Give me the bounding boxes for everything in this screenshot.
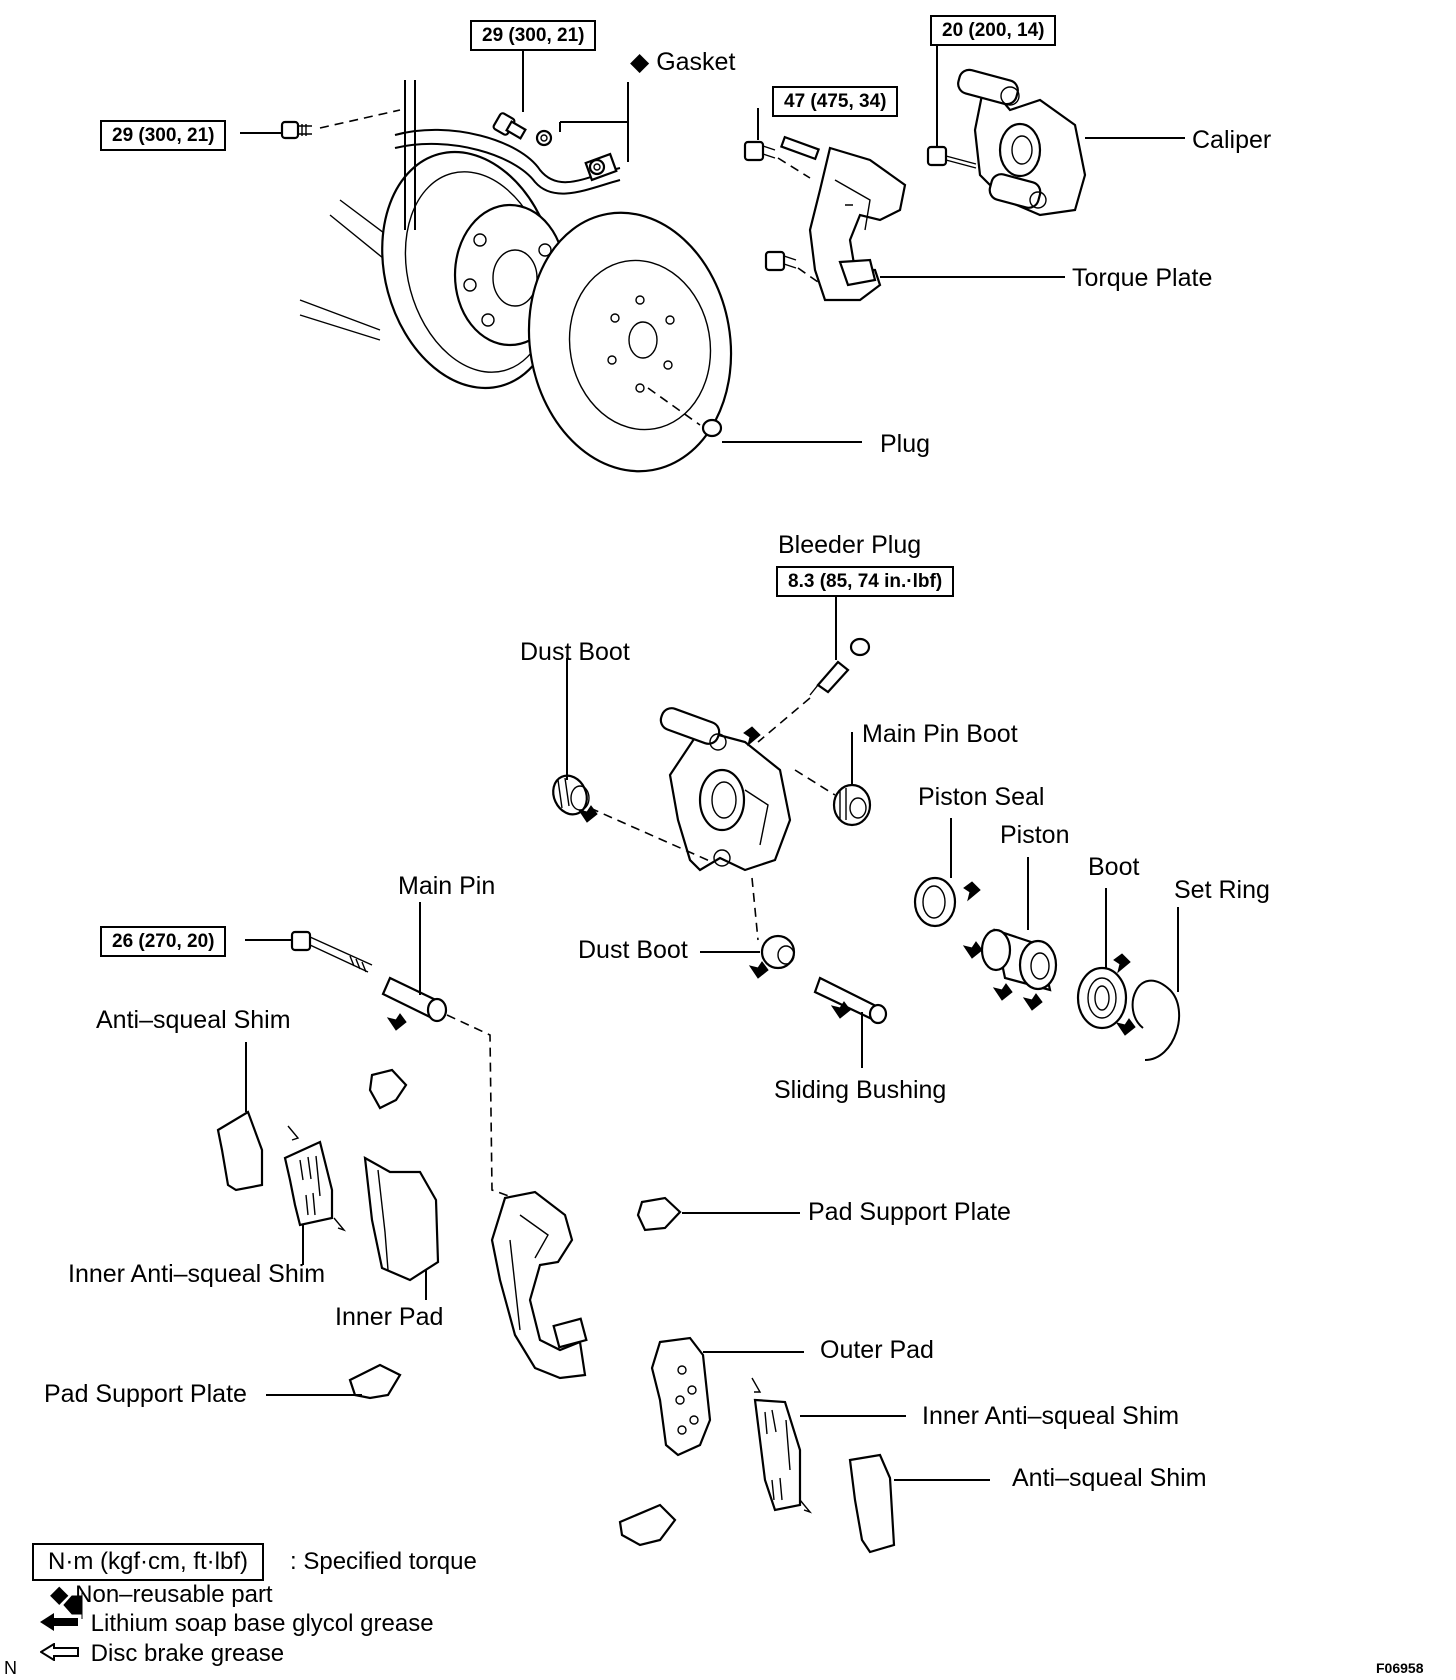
- torque-spec-union-bolt: 29 (300, 21): [470, 20, 597, 51]
- lithium-grease-arrows: [386, 726, 1136, 1036]
- label-plug: Plug: [880, 430, 931, 458]
- torque-spec-flex-hose-left: 29 (300, 21): [100, 120, 227, 151]
- legend-disc-brake-grease-text: Disc brake grease: [90, 1640, 285, 1667]
- torque-spec-main-pin-bolt: 26 (270, 20): [100, 926, 227, 957]
- legend-torque-desc: : Specified torque: [290, 1548, 477, 1575]
- union-bolt: [492, 112, 527, 140]
- label-dust-boot-top: Dust Boot: [520, 638, 630, 666]
- bolt-left: [280, 120, 312, 140]
- bleeder-plug-part: [757, 582, 871, 743]
- label-pad-support-plate-right: Pad Support Plate: [808, 1198, 1011, 1226]
- solid-arrow-icon: [40, 1610, 84, 1638]
- legend-icons: [63, 1591, 83, 1619]
- pad-clip-upper-left: [368, 1068, 408, 1110]
- anti-squeal-shim-right-part: [848, 1453, 990, 1554]
- label-pad-support-plate-left: Pad Support Plate: [44, 1380, 247, 1408]
- torque-spec-torque-plate-bolt: 47 (475, 34): [772, 86, 899, 117]
- label-inner-anti-squeal-shim-left: Inner Anti–squeal Shim: [68, 1260, 326, 1288]
- plug-part: [701, 418, 723, 438]
- label-piston: Piston: [1000, 821, 1070, 849]
- label-bleeder-plug: Bleeder Plug: [778, 531, 922, 559]
- non-reusable-diamond-icon: ◆: [630, 48, 650, 76]
- inner-anti-squeal-shim-right-part: [751, 1377, 906, 1514]
- figure-code: F06958: [1376, 1660, 1424, 1676]
- disc-rotor: [527, 211, 733, 473]
- label-anti-squeal-shim-left: Anti–squeal Shim: [96, 1006, 291, 1034]
- label-main-pin-boot: Main Pin Boot: [862, 720, 1018, 748]
- legend-lithium-grease: Lithium soap base glycol grease: [40, 1610, 434, 1638]
- pad-clip-lower-right: [618, 1503, 677, 1547]
- outer-pad-part: [650, 1336, 804, 1457]
- caliper-body: [659, 707, 792, 872]
- label-boot: Boot: [1088, 853, 1140, 881]
- dust-boot-top-part: [552, 658, 713, 863]
- torque-plate-bottom-part: [490, 1190, 588, 1380]
- dust-boot-mid-part: [700, 877, 796, 970]
- inner-pad-part: [363, 1155, 440, 1300]
- label-inner-anti-squeal-shim-right: Inner Anti–squeal Shim: [922, 1402, 1180, 1430]
- legend-lithium-grease-text: Lithium soap base glycol grease: [90, 1610, 434, 1637]
- label-inner-pad: Inner Pad: [335, 1303, 444, 1331]
- legend-torque-unit: N·m (kgf·cm, ft·lbf): [32, 1543, 264, 1581]
- leader-lines-top: [240, 43, 1185, 443]
- torque-spec-caliper-bolt: 20 (200, 14): [930, 15, 1057, 46]
- anti-squeal-shim-left-part: [216, 1042, 264, 1192]
- main-pin-part: [381, 902, 521, 1201]
- label-piston-seal: Piston Seal: [918, 783, 1045, 811]
- piston-part: [980, 857, 1058, 992]
- gaskets: [535, 129, 606, 176]
- outline-arrow-icon: [39, 1640, 84, 1668]
- pad-support-plate-left-part: [266, 1363, 402, 1400]
- pad-support-plate-right-part: [636, 1196, 800, 1232]
- label-torque-plate: Torque Plate: [1072, 264, 1213, 292]
- main-pin-bolt-part: [245, 930, 373, 973]
- label-anti-squeal-shim-right: Anti–squeal Shim: [1012, 1464, 1207, 1492]
- label-main-pin: Main Pin: [398, 872, 496, 900]
- diamond-icon: ◆: [50, 1581, 69, 1608]
- piston-seal-part: [913, 818, 957, 928]
- legend-non-reusable: ◆ Non–reusable part: [50, 1580, 273, 1609]
- caliper-top: [926, 68, 1087, 217]
- label-sliding-bushing: Sliding Bushing: [774, 1076, 947, 1104]
- set-ring-part: [1131, 907, 1180, 1061]
- torque-plate-top: [743, 135, 907, 302]
- sliding-bushing-part: [813, 976, 888, 1068]
- backing-plate-hub: [299, 150, 567, 390]
- label-caliper: Caliper: [1192, 126, 1272, 154]
- main-pin-boot-part: [794, 732, 872, 827]
- boot-part: [1076, 888, 1128, 1030]
- inner-anti-squeal-shim-left-part: [283, 1125, 347, 1265]
- corner-mark: N: [4, 1658, 17, 1678]
- label-dust-boot-mid: Dust Boot: [578, 936, 688, 964]
- label-outer-pad: Outer Pad: [820, 1336, 934, 1364]
- torque-spec-bleeder-plug: 8.3 (85, 74 in.·lbf): [776, 566, 955, 597]
- label-set-ring: Set Ring: [1174, 876, 1270, 904]
- legend-non-reusable-text: Non–reusable part: [75, 1581, 273, 1608]
- label-gasket: ◆ Gasket: [630, 50, 735, 75]
- label-gasket-text: Gasket: [656, 48, 736, 76]
- legend-disc-brake-grease: Disc brake grease: [39, 1640, 285, 1668]
